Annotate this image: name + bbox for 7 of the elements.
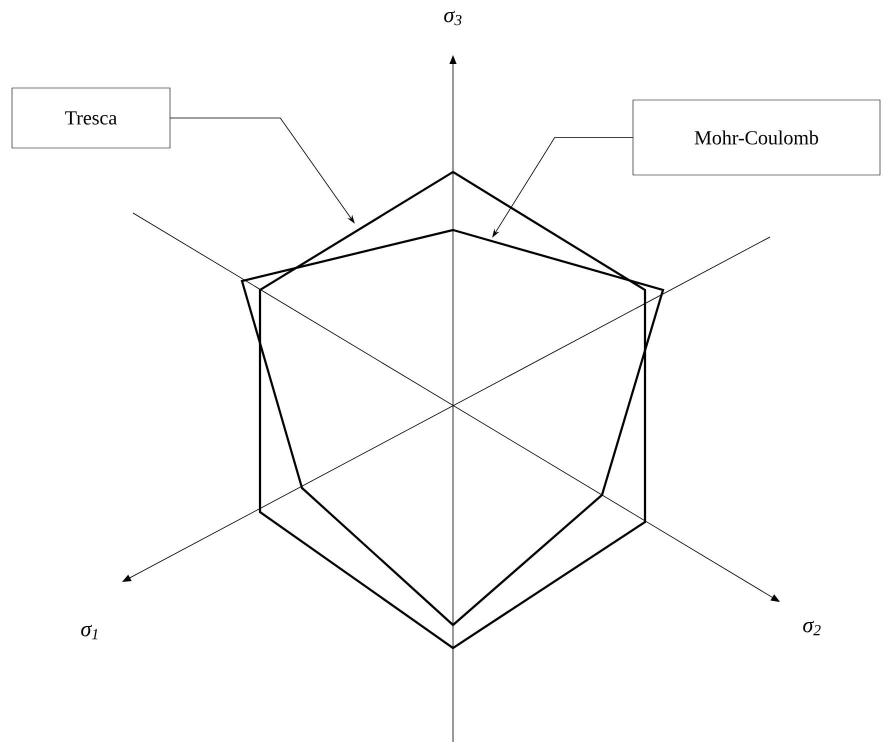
axis-label: σ$_{2}$	[803, 620, 821, 636]
label-box: Mohr-Coulomb	[632, 100, 880, 176]
yield-surface	[258, 170, 646, 650]
axis-label: σ$_{1}$	[81, 624, 98, 640]
label-box: Tresca	[12, 88, 170, 148]
yield-surface	[240, 228, 664, 626]
axis-label: σ$_{3}$	[444, 10, 462, 26]
